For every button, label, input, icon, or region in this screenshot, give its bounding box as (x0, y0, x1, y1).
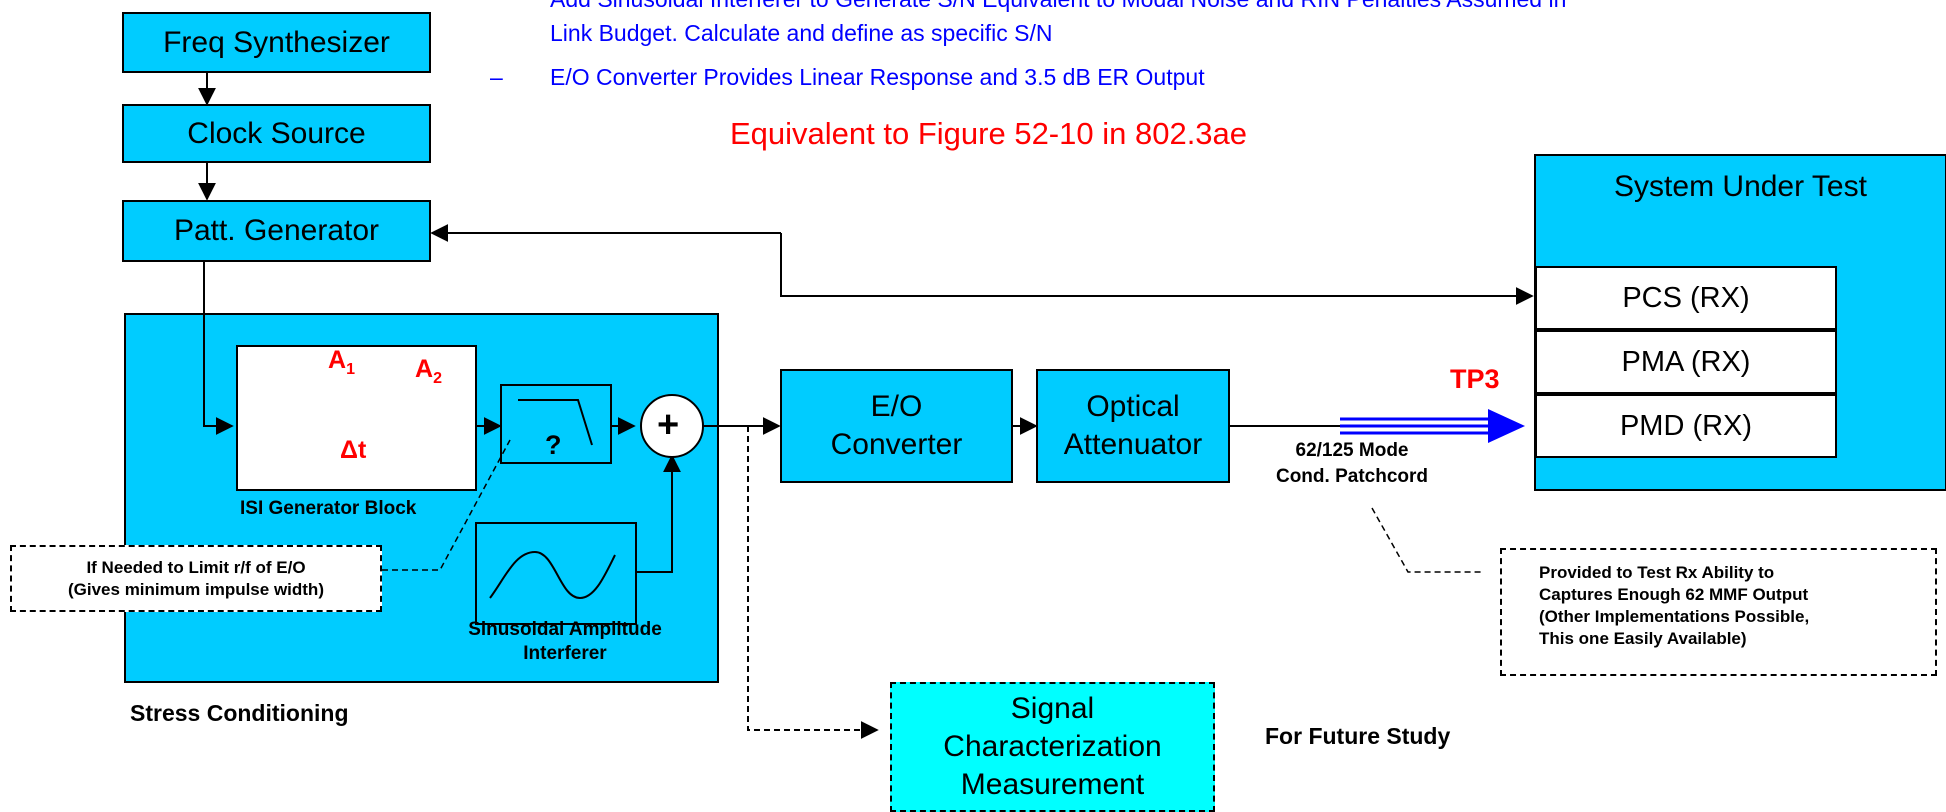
bullet-dash: – (490, 64, 503, 90)
clock-source-block: Clock Source (122, 104, 431, 163)
future-study-label: For Future Study (1265, 723, 1451, 749)
isi-delta-t-label: Δt (340, 436, 367, 464)
patchcord-label: 62/125 Mode Cond. Patchcord (1275, 440, 1428, 487)
pmd-rx-box: PMD (RX) (1535, 394, 1837, 458)
patchcord-note: Provided to Test Rx Ability to Captures … (1500, 548, 1937, 676)
tp3-label: TP3 (1450, 364, 1500, 394)
sinusoidal-interferer-label: Sinusoidal Amplitude Interferer (468, 619, 662, 664)
stress-conditioning-label: Stress Conditioning (130, 700, 349, 726)
isi-generator-box (236, 345, 477, 491)
filter-box (500, 384, 612, 464)
eo-converter-block: E/O Converter (780, 369, 1013, 483)
filter-note: If Needed to Limit r/f of E/O (Gives min… (10, 545, 382, 612)
isi-a2-label: A2 (415, 355, 442, 387)
filter-question-mark: ? (545, 430, 562, 460)
signal-characterization-block: Signal Characterization Measurement (890, 682, 1215, 812)
pcs-rx-box: PCS (RX) (1535, 266, 1837, 330)
sine-wave (489, 550, 616, 600)
isi-generator-label: ISI Generator Block (240, 498, 417, 519)
sinusoidal-interferer-box (475, 522, 637, 625)
fiber-arrow-head (1488, 409, 1525, 443)
bullet-line-3: E/O Converter Provides Linear Response a… (550, 64, 1205, 90)
equivalent-note: Equivalent to Figure 52-10 in 802.3ae (730, 116, 1248, 151)
pattern-generator-block: Patt. Generator (122, 200, 431, 262)
summer-circle (640, 394, 704, 458)
pma-rx-box: PMA (RX) (1535, 330, 1837, 394)
system-under-test-title: System Under Test (1614, 170, 1867, 203)
bullet-line-1: Add Sinusoidal Interferer to Generate S/… (550, 0, 1566, 13)
freq-synthesizer-block: Freq Synthesizer (122, 12, 431, 73)
optical-attenuator-block: Optical Attenuator (1036, 369, 1230, 483)
summer-plus: + (657, 404, 680, 446)
isi-a1-label: A1 (328, 346, 355, 378)
bullet-line-2: Link Budget. Calculate and define as spe… (550, 20, 1053, 46)
lowpass-curve (518, 399, 593, 446)
